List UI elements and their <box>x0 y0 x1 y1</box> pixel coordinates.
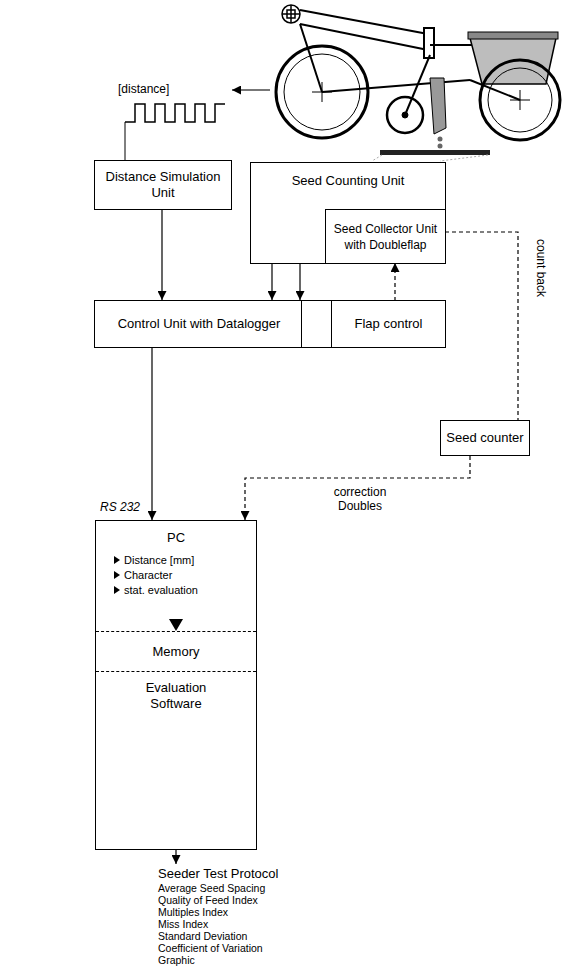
sub-box: Flap control <box>331 301 445 347</box>
node-title: Seed counter <box>446 430 523 446</box>
dashed-connector <box>245 456 470 520</box>
node-title: Memory <box>153 644 200 660</box>
output-item: Coefficient of Variation <box>158 942 263 955</box>
rear-wheel <box>480 60 560 140</box>
node-title: Evaluation Software <box>131 680 221 712</box>
output-item: Standard Deviation <box>158 930 247 943</box>
node-item: stat. evaluation <box>124 583 198 597</box>
memory-band: Memory <box>96 631 256 671</box>
computer-box: PC Distance [mm]Characterstat. evaluation… <box>95 520 257 850</box>
node-title: PC <box>96 530 256 546</box>
node-item: Distance [mm] <box>124 553 194 567</box>
signal-arrow <box>232 89 270 91</box>
process-box: Seed Counting UnitSeed Collector Unit wi… <box>250 162 446 264</box>
edge-label: correction Doubles <box>322 485 398 513</box>
output-item: Miss Index <box>158 918 208 931</box>
output-item: Multiples Index <box>158 906 228 919</box>
node-title: Distance Simulation Unit <box>99 169 227 201</box>
collector-guide <box>372 155 488 161</box>
falling-seeds <box>438 137 443 149</box>
node-title: Flap control <box>355 316 423 332</box>
signal-line <box>125 122 126 160</box>
output-title: Seeder Test Protocol <box>158 866 278 881</box>
bullet-symbols <box>114 556 120 594</box>
dashed-connector <box>394 263 395 301</box>
connector <box>299 264 300 300</box>
software-band: Evaluation Software <box>96 671 256 849</box>
ground-bar <box>380 150 490 155</box>
signal-label: [distance] <box>118 82 169 96</box>
memory-triangle <box>169 619 183 631</box>
hopper-lid <box>468 32 558 39</box>
dashed-connector <box>445 232 518 420</box>
node-title: Seed Collector Unit with Doubleflap <box>328 221 443 253</box>
drive-wheel <box>276 46 368 138</box>
connector <box>151 348 152 520</box>
process-box: Distance Simulation Unit <box>94 160 232 210</box>
process-box: Control Unit with Datalogger Flap control <box>94 300 446 348</box>
node-title: Control Unit with Datalogger <box>118 316 281 332</box>
hitch-symbol <box>282 5 300 23</box>
connector <box>161 210 162 300</box>
interface-label: RS 232 <box>100 500 140 514</box>
edge-label: count back <box>534 239 548 297</box>
process-box: Seed counter <box>440 420 530 456</box>
output-item: Quality of Feed Index <box>158 894 258 907</box>
connector <box>271 264 272 300</box>
node-item: Character <box>124 568 172 582</box>
seed-shoe <box>430 78 446 134</box>
node-title: Seed Counting Unit <box>292 173 405 189</box>
press-wheel <box>387 97 423 133</box>
pulse-signal <box>125 104 225 122</box>
output-item: Graphic <box>158 954 195 967</box>
output-item: Average Seed Spacing <box>158 882 265 895</box>
cell-divider <box>301 301 302 347</box>
output-arrow <box>175 850 176 864</box>
sub-box: Seed Collector Unit with Doubleflap <box>325 209 445 263</box>
